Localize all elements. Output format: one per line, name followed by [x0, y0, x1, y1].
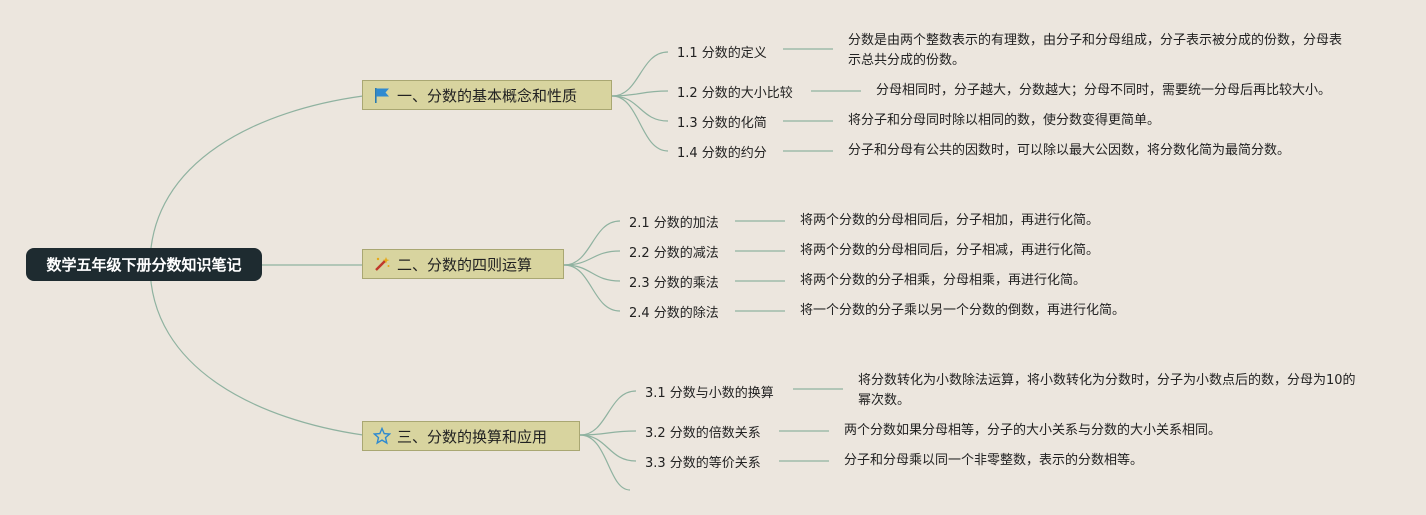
- note-2-3: 将两个分数的分子相乘，分母相乘，再进行化简。: [800, 273, 1087, 288]
- star-icon: [373, 427, 391, 445]
- flag-icon: [373, 86, 391, 104]
- branch-label: 一、分数的基本概念和性质: [397, 86, 578, 105]
- note-3-2: 两个分数如果分母相等，分子的大小关系与分数的大小关系相同。: [844, 423, 1222, 438]
- note-2-1: 将两个分数的分母相同后，分子相加，再进行化简。: [800, 213, 1100, 228]
- branch-label: 三、分数的换算和应用: [397, 427, 548, 446]
- note-3-1: 将分数转化为小数除法运算，将小数转化为分数时，分子为小数点后的数，分母为10的幂…: [858, 373, 1356, 408]
- note-3-3: 分子和分母乘以同一个非零整数，表示的分数相等。: [844, 453, 1144, 468]
- subtopic-2-4[interactable]: 2.4 分数的除法: [629, 306, 719, 321]
- note-2-2: 将两个分数的分母相同后，分子相减，再进行化简。: [800, 243, 1100, 258]
- branch-topic-1[interactable]: 一、分数的基本概念和性质: [362, 80, 612, 110]
- subtopic-1-4[interactable]: 1.4 分数的约分: [677, 146, 767, 161]
- note-1-4: 分子和分母有公共的因数时，可以除以最大公因数，将分数化简为最简分数。: [848, 143, 1291, 158]
- subtopic-2-2[interactable]: 2.2 分数的减法: [629, 246, 719, 261]
- subtopic-1-2[interactable]: 1.2 分数的大小比较: [677, 86, 793, 101]
- note-1-2: 分母相同时，分子越大，分数越大；分母不同时，需要统一分母后再比较大小。: [876, 83, 1332, 98]
- note-2-4: 将一个分数的分子乘以另一个分数的倒数，再进行化简。: [800, 303, 1126, 318]
- note-1-3: 将分子和分母同时除以相同的数，使分数变得更简单。: [848, 113, 1161, 128]
- subtopic-3-2[interactable]: 3.2 分数的倍数关系: [645, 426, 761, 441]
- branch-label: 二、分数的四则运算: [397, 255, 533, 274]
- subtopic-2-3[interactable]: 2.3 分数的乘法: [629, 276, 719, 291]
- subtopic-1-1[interactable]: 1.1 分数的定义: [677, 46, 767, 61]
- subtopic-3-3[interactable]: 3.3 分数的等价关系: [645, 456, 761, 471]
- subtopic-2-1[interactable]: 2.1 分数的加法: [629, 216, 719, 231]
- branch-topic-3[interactable]: 三、分数的换算和应用: [362, 421, 580, 451]
- root-topic[interactable]: 数学五年级下册分数知识笔记: [26, 248, 262, 281]
- subtopic-3-1[interactable]: 3.1 分数与小数的换算: [645, 386, 774, 401]
- branch-topic-2[interactable]: 二、分数的四则运算: [362, 249, 564, 279]
- subtopic-1-3[interactable]: 1.3 分数的化简: [677, 116, 767, 131]
- magic-wand-icon: [373, 255, 391, 273]
- note-1-1: 分数是由两个整数表示的有理数，由分子和分母组成，分子表示被分成的份数，分母表示总…: [848, 33, 1343, 68]
